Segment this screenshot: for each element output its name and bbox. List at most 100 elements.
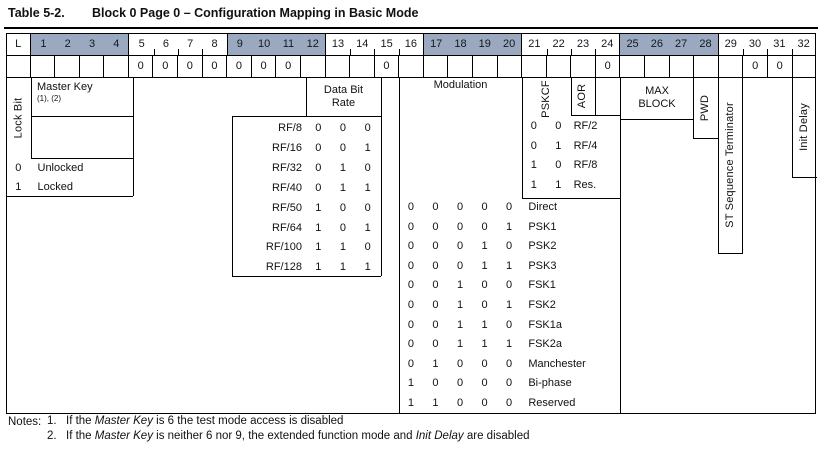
bit-value: 1 <box>339 181 347 194</box>
header-cell-separator-tick <box>153 49 155 55</box>
bit-value: 0 <box>432 279 439 292</box>
bit-value: 0 <box>432 299 439 311</box>
v-line-21 <box>380 77 382 276</box>
bit-header-cell-27: 27 <box>669 33 695 55</box>
h-line-8 <box>30 158 134 159</box>
bit-value: 0 <box>364 161 371 174</box>
default-value-cell-15: 0 <box>375 55 400 77</box>
default-value-cell-21 <box>522 55 547 77</box>
default-value-cell-25 <box>620 55 646 77</box>
bit-value: 1 <box>456 279 464 292</box>
bit-value: 0 <box>407 259 415 272</box>
data-rate-label: RF/40 <box>272 181 302 194</box>
bit-header-cell-1: 1 <box>31 33 57 55</box>
bit-value: 0 <box>315 161 322 174</box>
header-cell-separator-tick <box>398 49 400 55</box>
default-value-cell-26 <box>645 55 670 77</box>
h-line-11 <box>521 198 621 199</box>
bit-value: 0 <box>15 162 22 174</box>
bit-value: 0 <box>530 120 537 132</box>
note-italic-term: Master Key <box>94 429 153 442</box>
field-data-bit-rate: Data Bit Rate <box>306 77 381 116</box>
bit-header-cell-10: 10 <box>251 33 278 55</box>
header-cell-separator-tick <box>595 49 597 55</box>
data-rate-label: RF/64 <box>272 221 302 234</box>
h-line-4 <box>232 116 381 117</box>
bit-value: 0 <box>407 279 415 292</box>
default-value-cell-17 <box>424 55 449 77</box>
bit-value: 0 <box>456 220 464 233</box>
bit-value: 1 <box>456 318 464 331</box>
default-value-cell-3 <box>80 55 105 77</box>
notes-items: 1.If the Master Key is 6 the test mode a… <box>8 414 820 443</box>
lock-legend-label: Unlocked <box>37 162 84 174</box>
bit-value: 0 <box>506 377 513 390</box>
bit-header-cell-7: 7 <box>178 33 204 55</box>
default-value-cell-32 <box>793 55 817 77</box>
bit-header-cell-23: 23 <box>571 33 597 55</box>
bit-value: 0 <box>506 279 513 292</box>
modulation-label: FSK2 <box>528 299 556 311</box>
default-value-cell-5: 0 <box>129 55 154 77</box>
bit-value: 0 <box>315 141 322 154</box>
default-value-cell-6: 0 <box>153 55 179 77</box>
bit-value: 1 <box>339 261 347 274</box>
default-value-cell-22 <box>547 55 572 77</box>
bit-value: 1 <box>530 178 537 191</box>
v-line-22 <box>398 77 400 413</box>
h-line-14 <box>6 413 816 414</box>
bit-value: 1 <box>407 397 415 409</box>
v-line-18 <box>133 77 134 196</box>
default-value-cell-7: 0 <box>178 55 203 77</box>
data-rate-label: RF/8 <box>278 122 302 134</box>
default-value-cell-1 <box>31 55 56 77</box>
default-value-cell-29 <box>719 55 744 77</box>
bit-header-cell-20: 20 <box>496 33 523 55</box>
note-plain-text: is 6 the test mode access is disabled <box>152 415 344 427</box>
bit-header-cell-6: 6 <box>154 33 180 55</box>
bit-value: 1 <box>456 299 464 311</box>
h-line-12 <box>717 253 743 254</box>
modulation-label: Reserved <box>528 397 576 409</box>
field-aor: AOR <box>570 77 595 115</box>
bit-value: 0 <box>407 220 415 233</box>
bit-value: 0 <box>432 338 439 351</box>
data-rate-label: RF/128 <box>265 261 302 274</box>
bit-value: 1 <box>481 318 488 331</box>
bit-value: 1 <box>15 181 22 193</box>
v-line-16 <box>815 33 816 413</box>
bit-header-cell-19: 19 <box>472 33 498 55</box>
bit-value: 0 <box>456 397 464 409</box>
field-master-key: Master Key (1), (2) <box>30 77 133 116</box>
bit-header-cell-3: 3 <box>79 33 106 55</box>
header-cell-separator-tick <box>742 49 744 55</box>
bit-value: 1 <box>506 299 513 311</box>
bit-value: 0 <box>315 181 322 194</box>
pskcf-legend-label: Res. <box>573 178 597 191</box>
pskcf-legend-label: RF/2 <box>573 120 598 132</box>
default-value-cell-19 <box>473 55 498 77</box>
bit-value: 0 <box>506 240 513 253</box>
field-lock-bit-label: Lock Bit <box>12 97 25 138</box>
bit-value: 0 <box>456 240 464 253</box>
note-italic-term: Master Key <box>94 415 153 427</box>
bit-value: 0 <box>481 357 488 370</box>
default-value-cell-4 <box>104 55 129 77</box>
bit-value: 0 <box>481 279 488 292</box>
note-plain-text: is neither 6 nor 9, the extended functio… <box>152 429 416 442</box>
bit-header-cell-21: 21 <box>522 33 548 55</box>
modulation-label: Bi-phase <box>528 377 572 390</box>
bit-header-cell-4: 4 <box>104 33 130 55</box>
modulation-label: FSK1a <box>528 318 562 331</box>
bit-value: 0 <box>315 122 322 134</box>
default-value-cell-13 <box>326 55 351 77</box>
bit-value: 0 <box>555 159 562 172</box>
